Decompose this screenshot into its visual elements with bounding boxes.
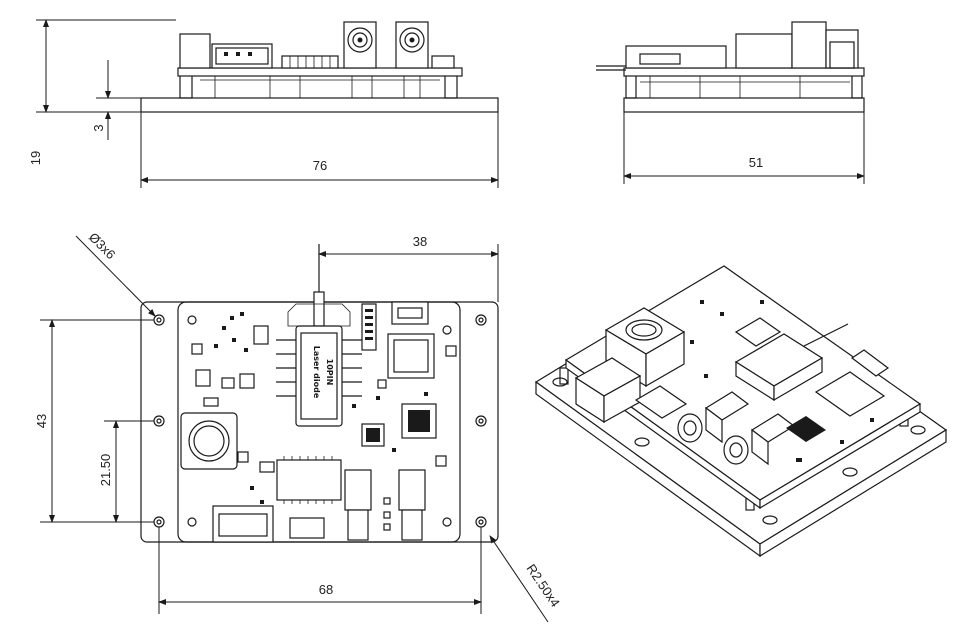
laser-name-label: Laser diode xyxy=(312,346,321,399)
dim-corner-radius: R2.50x4 xyxy=(524,561,564,610)
dim-hole-diameter: Ø3x6 xyxy=(86,230,119,263)
dim-side-width: 51 xyxy=(749,155,763,170)
dim-top-height: 43 xyxy=(34,414,49,428)
dim-front-standoff: 3 xyxy=(91,124,106,131)
isometric-view xyxy=(534,265,948,558)
front-view: 19 3 76 xyxy=(28,19,499,188)
dim-hole-span: 68 xyxy=(319,582,333,597)
side-view: 51 xyxy=(596,21,865,184)
dim-front-height: 19 xyxy=(28,151,43,165)
dim-top-right-span: 38 xyxy=(413,234,427,249)
laser-pin-label: 10PIN xyxy=(325,359,334,386)
dim-top-half-height: 21.50 xyxy=(98,454,113,487)
top-view: 10PIN Laser diode xyxy=(34,230,564,623)
dim-front-width: 76 xyxy=(313,158,327,173)
